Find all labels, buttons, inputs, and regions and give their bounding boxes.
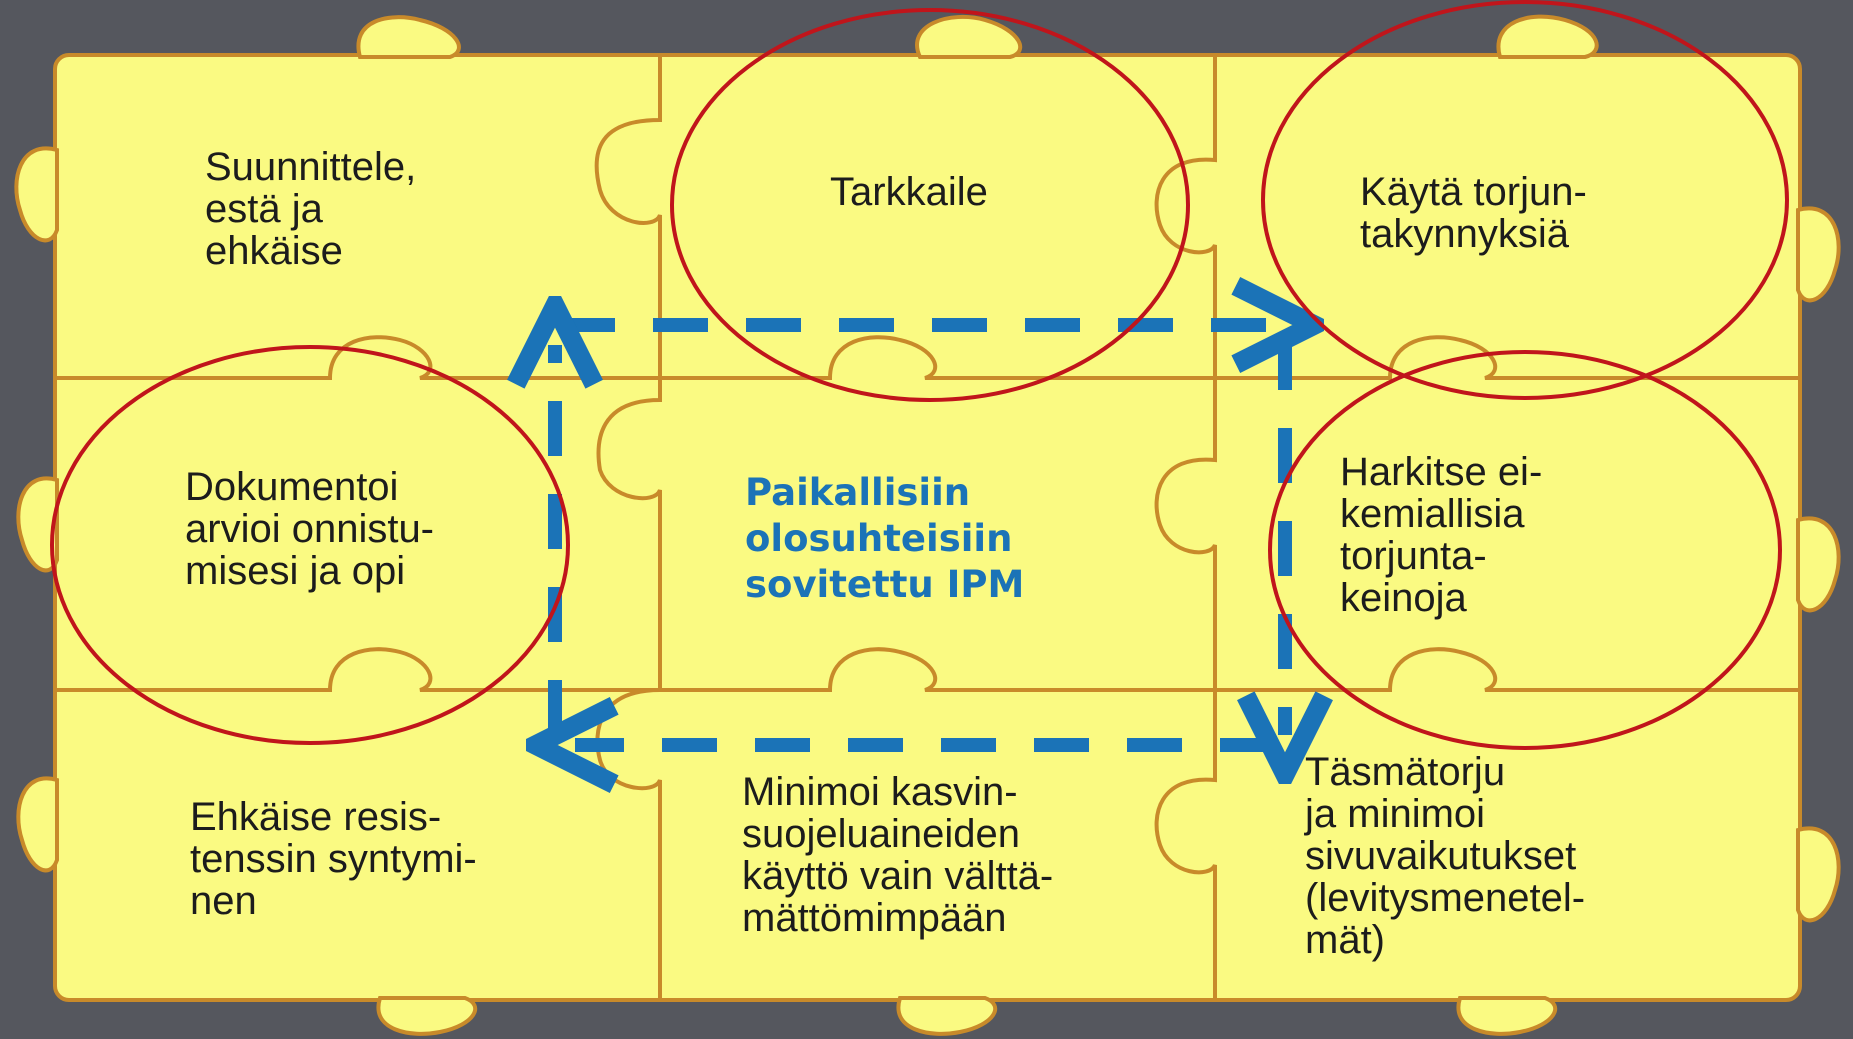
- piece-label-line: misesi ja opi: [185, 549, 405, 593]
- piece-label-line: keinoja: [1340, 576, 1468, 620]
- piece-label-line: sovitettu IPM: [745, 563, 1024, 606]
- piece-label-line: mättömimpään: [742, 896, 1007, 940]
- piece-label-line: nen: [190, 879, 257, 923]
- piece-label-line: Paikallisiin: [745, 471, 970, 514]
- piece-label-monitor: Tarkkaile: [830, 170, 988, 214]
- piece-label-line: torjunta-: [1340, 534, 1487, 578]
- piece-label-line: Dokumentoi: [185, 465, 398, 509]
- piece-label-line: Täsmätorju: [1305, 750, 1505, 794]
- piece-label-line: estä ja: [205, 187, 324, 231]
- piece-label-line: mät): [1305, 918, 1385, 962]
- piece-label-line: Ehkäise resis-: [190, 795, 441, 839]
- piece-label-line: Minimoi kasvin-: [742, 770, 1018, 814]
- piece-label-line: sivuvaikutukset: [1305, 834, 1576, 878]
- piece-label-line: käyttö vain välttä-: [742, 854, 1053, 898]
- piece-label-line: kemiallisia: [1340, 492, 1525, 536]
- piece-label-line: ja minimoi: [1304, 792, 1485, 836]
- piece-label-line: ehkäise: [205, 229, 343, 273]
- piece-label-line: suojeluaineiden: [742, 812, 1020, 856]
- piece-label-line: olosuhteisiin: [745, 517, 1012, 560]
- piece-label-line: arvioi onnistu-: [185, 507, 434, 551]
- piece-label-line: Suunnittele,: [205, 145, 416, 189]
- piece-label-line: tenssin syntymi-: [190, 837, 477, 881]
- piece-label-line: Käytä torjun-: [1360, 170, 1587, 214]
- piece-label-line: (levitysmenetel-: [1305, 876, 1585, 920]
- piece-label-line: takynnyksiä: [1360, 212, 1570, 256]
- piece-label-thresholds: Käytä torjun-takynnyksiä: [1360, 170, 1587, 256]
- piece-label-line: Tarkkaile: [830, 170, 988, 214]
- piece-label-line: Harkitse ei-: [1340, 450, 1542, 494]
